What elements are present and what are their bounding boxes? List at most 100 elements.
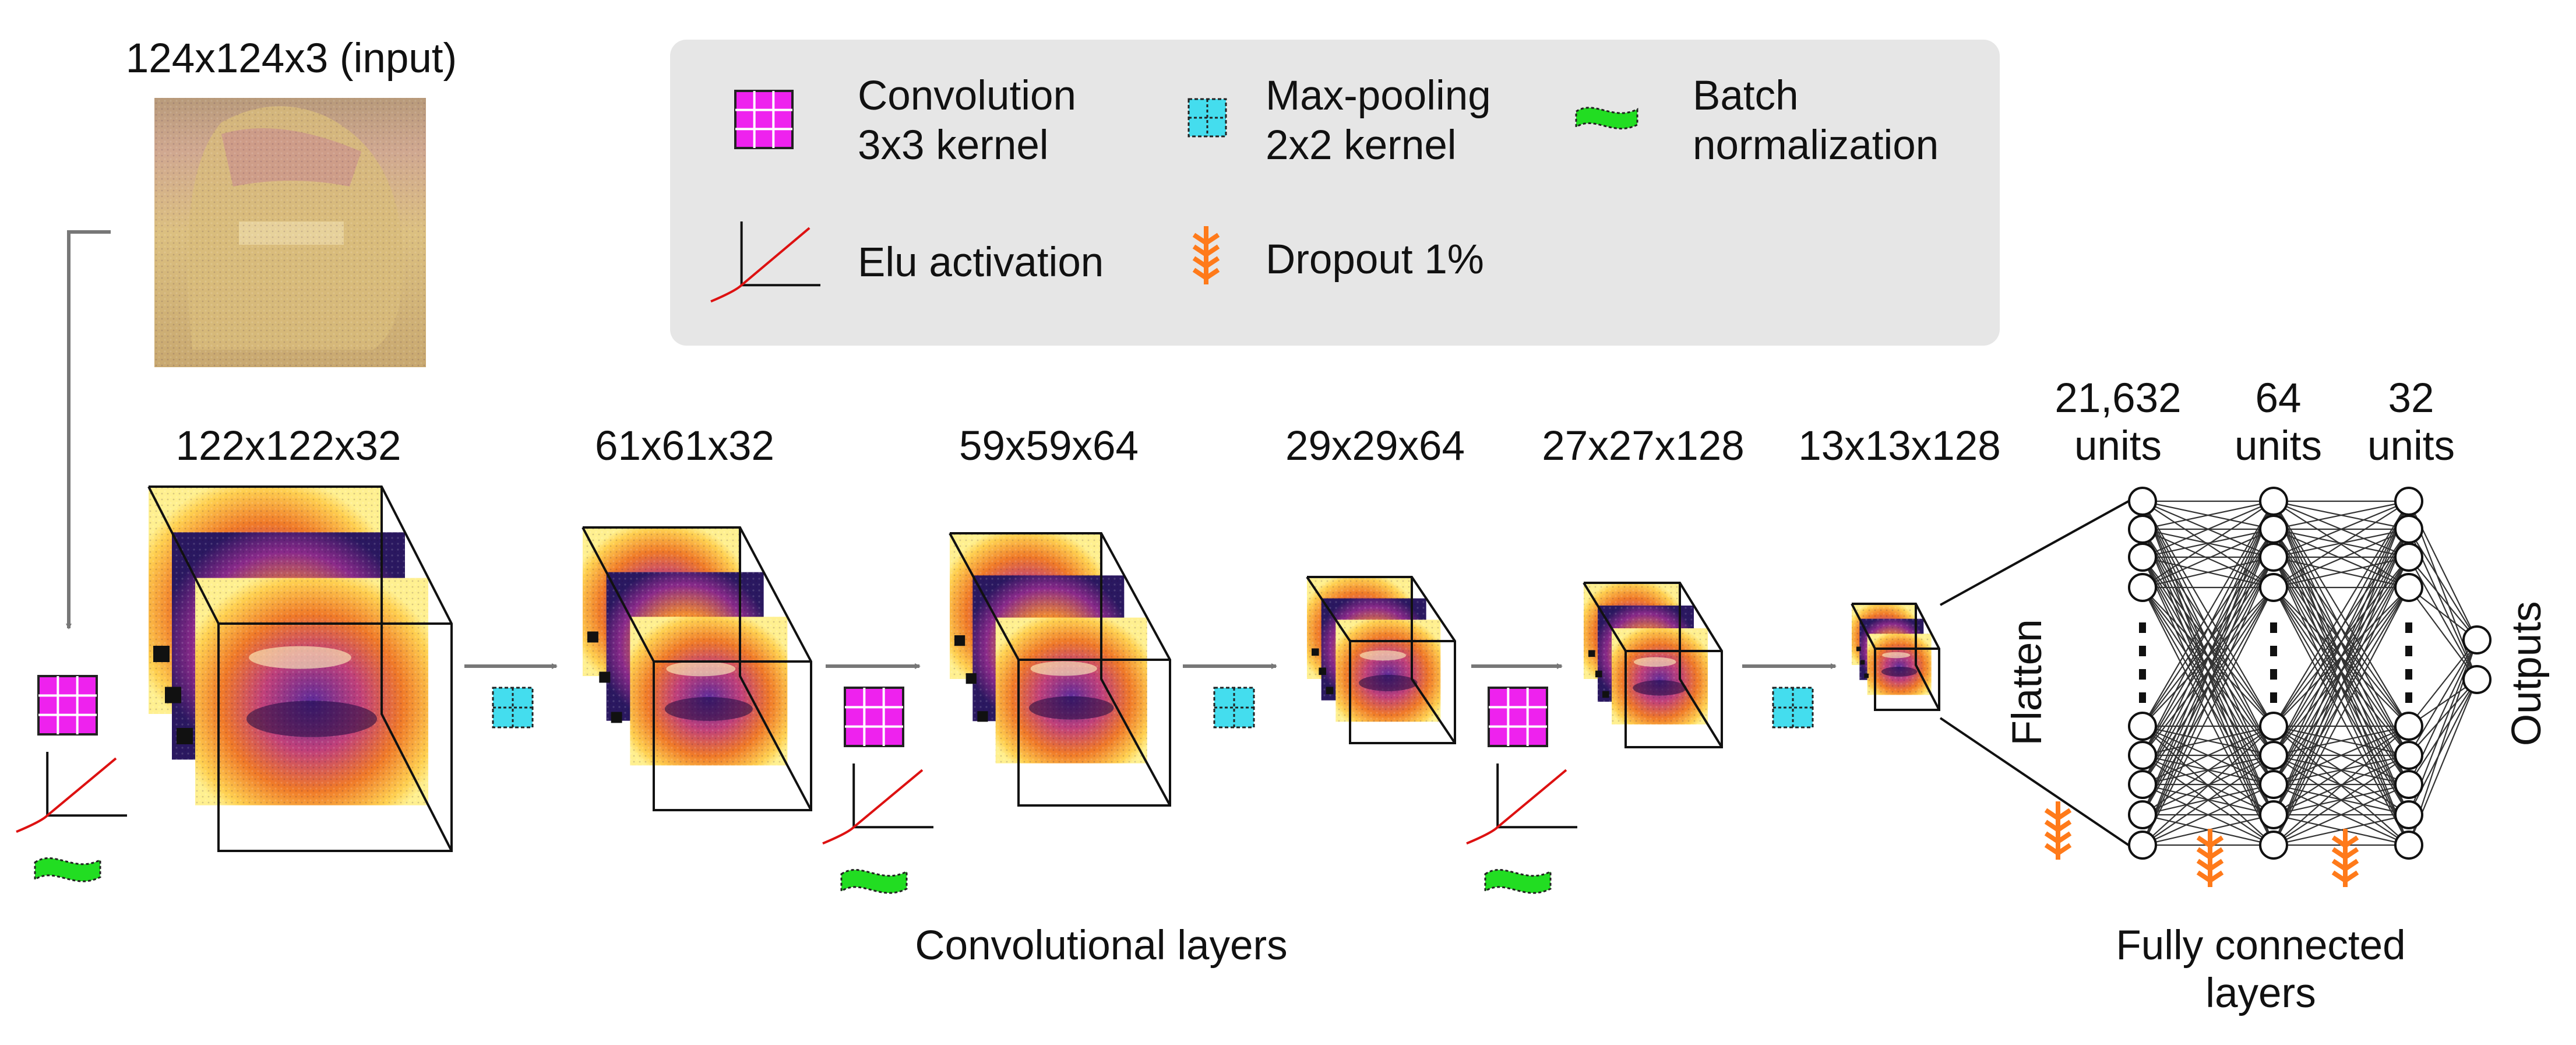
input-arrow bbox=[66, 230, 111, 629]
legend-elu-label: Elu activation bbox=[858, 240, 1104, 286]
connection-line bbox=[2142, 500, 2274, 530]
connection-line bbox=[2408, 639, 2478, 756]
convolution-icon bbox=[37, 675, 98, 736]
input-label: 124x124x3 (input) bbox=[125, 36, 457, 82]
neuron-3-3 bbox=[2394, 543, 2423, 572]
legend-maxpool-icon bbox=[1187, 98, 1227, 138]
neuron-1-4 bbox=[2128, 573, 2157, 602]
connection-line bbox=[2273, 755, 2409, 846]
neuron-3-4 bbox=[2394, 573, 2423, 602]
dropout-icon bbox=[2044, 801, 2072, 860]
neuron-ellipsis-dot bbox=[2139, 692, 2146, 703]
connection-line bbox=[2272, 501, 2410, 815]
batchnorm-icon bbox=[1575, 107, 1638, 130]
legend-convolution-label: Convolution 3x3 kernel bbox=[858, 71, 1076, 170]
connection-line bbox=[2408, 557, 2478, 641]
neuron-2-4 bbox=[2259, 573, 2288, 602]
connection-line bbox=[2141, 501, 2275, 846]
neuron-4-1 bbox=[2462, 625, 2492, 655]
legend-box bbox=[670, 40, 2000, 346]
neuron-2-3 bbox=[2259, 543, 2288, 572]
connection-line bbox=[2273, 528, 2409, 558]
layer-4-label: 29x29x64 bbox=[1285, 423, 1465, 469]
legend-dropout-label: Dropout 1% bbox=[1266, 237, 1484, 283]
layer-1-label: 122x122x32 bbox=[175, 423, 401, 469]
connection-line bbox=[2142, 755, 2274, 846]
connection-line bbox=[2273, 501, 2409, 588]
convolution-icon bbox=[734, 90, 794, 149]
legend-convolution-icon bbox=[734, 90, 794, 149]
neuron-3-6 bbox=[2394, 741, 2423, 770]
legend-convolution-line1: Convolution bbox=[858, 73, 1076, 119]
dropout-icon bbox=[2196, 829, 2224, 887]
connection-line bbox=[2142, 726, 2274, 846]
dropout-icon bbox=[2331, 829, 2359, 887]
neuron-3-2 bbox=[2394, 515, 2423, 544]
legend-dropout-icon bbox=[1192, 226, 1220, 284]
feature-map-cube-2 bbox=[582, 526, 812, 811]
legend-maxpool-line1: Max-pooling bbox=[1266, 73, 1491, 119]
neuron-2-8 bbox=[2259, 800, 2288, 829]
connection-line bbox=[2142, 528, 2274, 558]
neuron-ellipsis-dot bbox=[2405, 646, 2412, 656]
feature-map-cube-1 bbox=[147, 485, 453, 852]
connection-line bbox=[2142, 501, 2274, 727]
feature-map-cube-3 bbox=[949, 532, 1171, 807]
connection-line bbox=[2142, 725, 2274, 757]
feature-map-cube-5 bbox=[1583, 582, 1723, 748]
connection-line bbox=[2273, 500, 2409, 558]
neuron-ellipsis-dot bbox=[2139, 669, 2146, 680]
neuron-2-7 bbox=[2259, 770, 2288, 799]
connection-line bbox=[2273, 557, 2409, 846]
neuron-1-8 bbox=[2128, 800, 2157, 829]
neuron-1-1 bbox=[2128, 487, 2157, 516]
connection-line bbox=[2408, 679, 2478, 785]
legend-batchnorm-label: Batch normalization bbox=[1693, 71, 1939, 170]
neuron-2-1 bbox=[2259, 487, 2288, 516]
connection-line bbox=[2408, 529, 2478, 641]
connection-line bbox=[2273, 726, 2409, 815]
legend-convolution-line2: 3x3 kernel bbox=[858, 122, 1049, 169]
neuron-2-5 bbox=[2259, 712, 2288, 741]
dense-3-unit: units bbox=[2367, 423, 2455, 469]
connection-line bbox=[2142, 501, 2274, 785]
dense-2-unit: units bbox=[2235, 423, 2322, 469]
connection-line bbox=[2141, 529, 2275, 846]
connection-line bbox=[2142, 501, 2274, 756]
elu-activation-icon bbox=[16, 752, 127, 833]
connection-line bbox=[2142, 726, 2274, 815]
connection-line bbox=[2273, 783, 2409, 846]
dense-3-count: 32 bbox=[2388, 375, 2434, 421]
connection-line bbox=[2408, 679, 2478, 756]
fc-section-label: Fully connected layers bbox=[2028, 922, 2494, 1017]
neuron-1-3 bbox=[2128, 543, 2157, 572]
dense-2-label: 64 units bbox=[2191, 375, 2366, 470]
input-image bbox=[154, 98, 426, 367]
legend-batchnorm-icon bbox=[1575, 107, 1638, 130]
neuron-1-9 bbox=[2128, 831, 2157, 860]
connection-line bbox=[2273, 726, 2409, 846]
fc-section-line1: Fully connected bbox=[2116, 923, 2406, 969]
neuron-1-6 bbox=[2128, 741, 2157, 770]
neuron-ellipsis-dot bbox=[2405, 622, 2412, 633]
neuron-ellipsis-dot bbox=[2270, 622, 2277, 633]
neuron-ellipsis-dot bbox=[2270, 669, 2277, 680]
feature-map-cube-6 bbox=[1851, 603, 1940, 711]
outputs-label: Outputs bbox=[2504, 601, 2550, 747]
maxpool-icon bbox=[492, 687, 534, 729]
dense-1-count: 21,632 bbox=[2055, 375, 2182, 421]
connection-line bbox=[2273, 587, 2409, 846]
connection-line bbox=[2273, 500, 2409, 530]
neuron-3-1 bbox=[2394, 487, 2423, 516]
flatten-line-top bbox=[1940, 500, 2129, 606]
neuron-3-5 bbox=[2394, 712, 2423, 741]
batchnorm-icon bbox=[1484, 869, 1552, 894]
connection-line bbox=[2272, 529, 2410, 846]
maxpool-icon bbox=[1772, 687, 1814, 729]
dense-2-count: 64 bbox=[2255, 375, 2302, 421]
neuron-ellipsis-dot bbox=[2270, 692, 2277, 703]
fc-section-line2: layers bbox=[2205, 970, 2316, 1016]
flatten-label: Flatten bbox=[2004, 619, 2051, 746]
elu-activation-icon bbox=[822, 763, 933, 845]
